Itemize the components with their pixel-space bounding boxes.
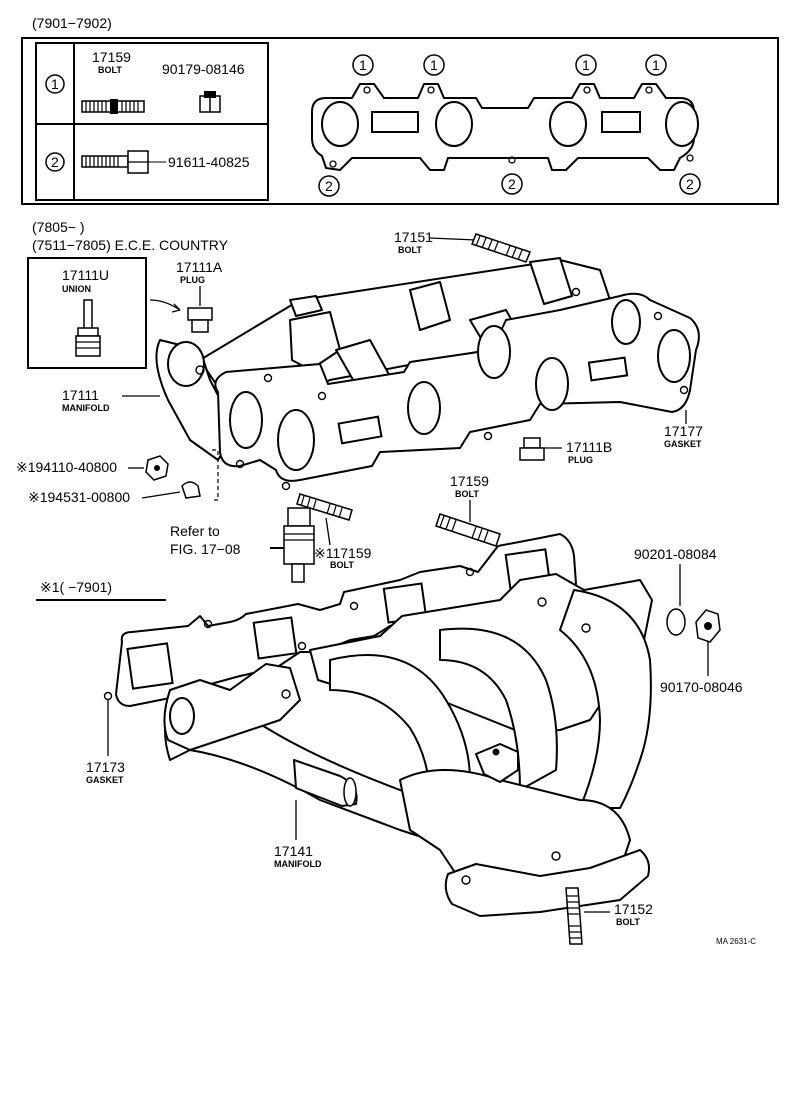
dashed-leader xyxy=(212,449,219,501)
inset-range-label: (7901−7902) xyxy=(32,15,112,31)
stud-17152-icon xyxy=(565,887,583,945)
washer-90201-part: 90201-08084 xyxy=(634,546,717,562)
figure-code: MA 2631-C xyxy=(716,937,756,946)
svg-text:UNION: UNION xyxy=(62,284,91,294)
svg-text:2: 2 xyxy=(51,154,59,170)
plug-17111b-icon xyxy=(519,437,545,461)
flat-washer-icon xyxy=(666,608,686,636)
manifold-17111-name: MANIFOLD xyxy=(62,403,110,413)
svg-text:1: 1 xyxy=(582,57,590,73)
row2-marker xyxy=(45,152,65,172)
union-fitting-icon xyxy=(75,299,101,357)
plug-17111a-part: 17111A xyxy=(176,259,223,275)
svg-text:1: 1 xyxy=(359,57,367,73)
bolt-117159-name: BOLT xyxy=(330,560,354,570)
plug-17111b-part: 17111B xyxy=(566,439,612,455)
exhaust-manifold-17141 xyxy=(163,573,653,917)
hex-nut-icon xyxy=(145,455,169,481)
row1-bolt-name: BOLT xyxy=(98,65,122,75)
plug-17111a-icon xyxy=(187,307,213,333)
gasket-marker-1b: 1 xyxy=(423,54,445,76)
manifold-17141-part: 17141 xyxy=(274,843,313,859)
gasket-17177-part: 17177 xyxy=(664,423,703,439)
gasket-17177-name: GASKET xyxy=(664,439,702,449)
gasket-marker-2c: 2 xyxy=(679,173,701,195)
plug-17111a-name: PLUG xyxy=(180,275,205,285)
bolt-117159-part: ※117159 xyxy=(314,545,372,561)
bolt-17151-part: 17151 xyxy=(394,229,433,245)
bolt-17152-part: 17152 xyxy=(614,901,653,917)
variant-header-line1: (7805− ) xyxy=(32,219,85,235)
gasket-marker-1c: 1 xyxy=(575,54,597,76)
row1-marker xyxy=(45,74,65,94)
fastener-table: 1 2 17159 BOLT 90179-08146 91611-40825 xyxy=(35,42,269,201)
bolt-17159-name: BOLT xyxy=(455,489,479,499)
bolt-17152-name: BOLT xyxy=(616,917,640,927)
stud-bolt-icon xyxy=(81,99,145,114)
variant-header-line2: (7511−7805) E.C.E. COUNTRY xyxy=(32,237,229,253)
hex-nut-90170-icon xyxy=(695,609,721,643)
gasket-17173-part: 17173 xyxy=(86,759,125,775)
svg-text:2: 2 xyxy=(325,178,333,194)
svg-text:17111U: 17111U xyxy=(62,267,109,283)
flange-nut-icon xyxy=(199,91,221,113)
wire-clip-icon xyxy=(181,481,201,499)
gasket-marker-2a: 2 xyxy=(318,175,340,197)
refer-line2: FIG. 17−08 xyxy=(170,541,241,557)
clip-194531-part: ※194531-00800 xyxy=(28,489,130,505)
svg-text:2: 2 xyxy=(508,176,516,192)
gasket-marker-2b: 2 xyxy=(501,173,523,195)
union-pointer-arrow xyxy=(149,299,181,313)
manifold-17141-name: MANIFOLD xyxy=(274,859,322,869)
svg-text:2: 2 xyxy=(686,176,694,192)
inset-frame xyxy=(21,37,779,205)
row1-bolt-part: 17159 xyxy=(92,49,131,65)
plug-17111b-name: PLUG xyxy=(568,455,593,465)
gasket-17173-name: GASKET xyxy=(86,775,124,785)
intake-manifold-17111 xyxy=(155,257,700,491)
bolt-17159-part: 17159 xyxy=(450,473,489,489)
refer-line1: Refer to xyxy=(170,523,220,539)
hex-bolt-icon xyxy=(81,150,166,174)
manifold-17111-part: 17111 xyxy=(62,387,99,403)
svg-text:1: 1 xyxy=(652,57,660,73)
vacuum-switch-icon xyxy=(270,507,315,583)
svg-text:1: 1 xyxy=(430,57,438,73)
gasket-marker-1a: 1 xyxy=(352,54,374,76)
stud-17159-icon-a xyxy=(296,493,353,521)
union-box: 17111U UNION xyxy=(27,257,147,369)
nut-194110-part: ※194110-40800 xyxy=(16,459,117,475)
footnote-range: ※1( −7901) xyxy=(40,579,112,595)
svg-text:1: 1 xyxy=(51,76,59,92)
row1-nut-part: 90179-08146 xyxy=(162,61,245,77)
stud-17151-icon xyxy=(471,233,531,263)
row2-bolt-part: 91611-40825 xyxy=(168,154,250,170)
stud-17159-icon-b xyxy=(435,513,501,547)
gasket-marker-1d: 1 xyxy=(645,54,667,76)
nut-90170-part: 90170-08046 xyxy=(660,679,743,695)
inset-gasket: 1 1 1 1 2 2 2 xyxy=(311,54,701,197)
bolt-17151-name: BOLT xyxy=(398,245,422,255)
